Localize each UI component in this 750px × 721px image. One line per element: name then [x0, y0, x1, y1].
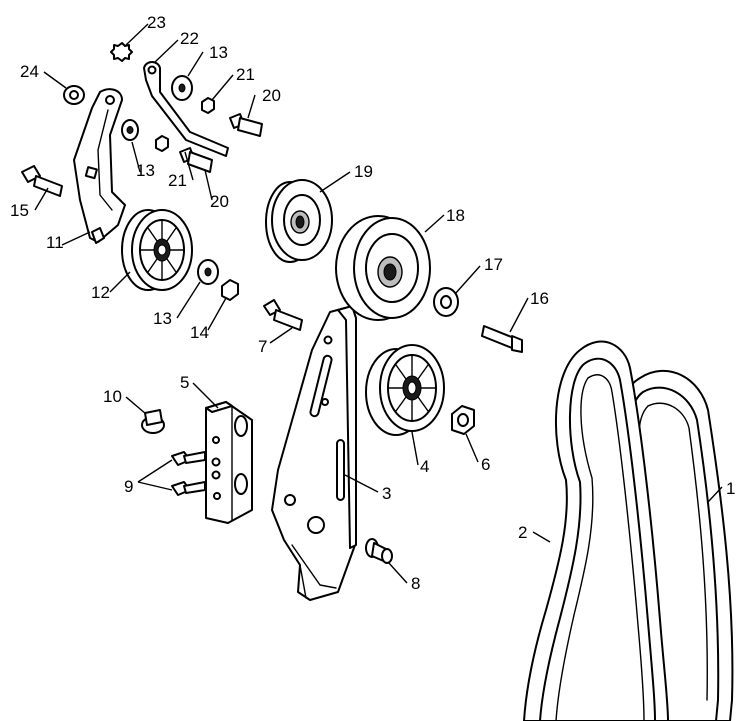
flange-nut-10 [141, 409, 165, 434]
callout-12: 12 [91, 283, 110, 302]
callout-13-c: 13 [153, 309, 172, 328]
nut-6 [451, 405, 475, 435]
callout-21-a: 21 [236, 65, 255, 84]
callout-20-a: 20 [262, 86, 281, 105]
callout-14: 14 [190, 323, 209, 342]
callout-22: 22 [180, 29, 199, 48]
pulley-18 [335, 215, 431, 321]
callout-17: 17 [484, 255, 503, 274]
pulley-19 [265, 179, 333, 263]
callout-11: 11 [46, 233, 64, 252]
leader-lines [34, 23, 723, 584]
callout-19: 19 [354, 162, 373, 181]
callout-2: 2 [518, 523, 527, 542]
callout-15: 15 [10, 201, 29, 220]
callout-labels: 1 2 3 4 5 6 7 8 9 10 11 12 13 14 15 16 1… [10, 13, 735, 593]
callout-10: 10 [103, 387, 122, 406]
callout-21-b: 21 [168, 171, 187, 190]
callout-24: 24 [20, 62, 39, 81]
callout-8: 8 [411, 574, 420, 593]
rod-22 [143, 61, 229, 157]
callout-1: 1 [726, 479, 735, 498]
idler-pulley-12 [121, 209, 193, 291]
callout-13-b: 13 [136, 161, 155, 180]
callout-16: 16 [530, 289, 549, 308]
callout-13-a: 13 [209, 43, 228, 62]
callout-5: 5 [180, 373, 189, 392]
belt-2 [523, 340, 669, 721]
callout-20-b: 20 [210, 192, 229, 211]
callout-18: 18 [446, 206, 465, 225]
idler-pulley-4 [365, 344, 445, 436]
bracket-arm-11 [73, 88, 126, 244]
callout-23: 23 [147, 13, 166, 32]
callout-7: 7 [258, 337, 267, 356]
mounting-plate [205, 401, 253, 524]
callout-3: 3 [382, 484, 391, 503]
small-hardware [21, 42, 523, 353]
idler-arm-bracket [271, 305, 357, 601]
shoulder-pin-8 [365, 538, 393, 564]
callout-9: 9 [124, 477, 133, 496]
callout-6: 6 [481, 455, 490, 474]
bolts-9 [171, 451, 206, 496]
callout-4: 4 [420, 457, 429, 476]
